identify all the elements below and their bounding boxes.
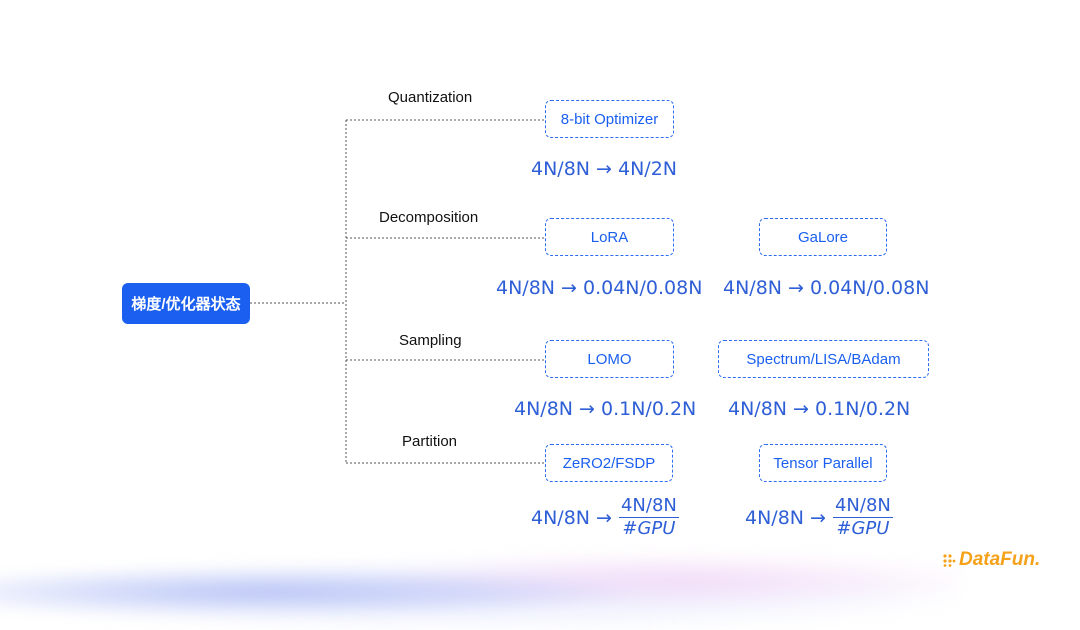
method-tensor-parallel: Tensor Parallel bbox=[759, 444, 887, 482]
fraction-denominator: #GPU bbox=[836, 518, 890, 539]
method-label: 8-bit Optimizer bbox=[560, 110, 659, 128]
logo-text: DataFun. bbox=[959, 549, 1041, 570]
method-label: Spectrum/LISA/BAdam bbox=[746, 350, 901, 368]
formula-galore: 4N/8N → 0.04N/0.08N bbox=[723, 277, 930, 299]
method-label: ZeRO2/FSDP bbox=[562, 454, 656, 472]
fraction-numerator: 4N/8N bbox=[620, 495, 677, 516]
formula-8bit-optimizer: 4N/8N → 4N/2N bbox=[531, 158, 678, 180]
category-partition: Partition bbox=[402, 433, 458, 450]
formula-prefix: 4N/8N → bbox=[745, 506, 826, 529]
fraction: 4N/8N #GPU bbox=[832, 495, 893, 540]
method-8bit-optimizer: 8-bit Optimizer bbox=[545, 100, 674, 138]
method-zero2-fsdp: ZeRO2/FSDP bbox=[545, 444, 673, 482]
method-spectrum-lisa-badam: Spectrum/LISA/BAdam bbox=[718, 340, 929, 378]
category-quantization: Quantization bbox=[388, 89, 473, 106]
root-node: 梯度/优化器状态 bbox=[122, 283, 250, 324]
formula-lora: 4N/8N → 0.04N/0.08N bbox=[496, 277, 703, 299]
fraction: 4N/8N #GPU bbox=[618, 495, 679, 540]
fraction-denominator: #GPU bbox=[622, 518, 676, 539]
formula-tensor-parallel: 4N/8N → 4N/8N #GPU bbox=[745, 495, 893, 540]
category-decomposition: Decomposition bbox=[379, 209, 479, 226]
formula-zero2-fsdp: 4N/8N → 4N/8N #GPU bbox=[531, 495, 679, 540]
method-lomo: LOMO bbox=[545, 340, 674, 378]
fraction-numerator: 4N/8N bbox=[834, 495, 891, 516]
method-galore: GaLore bbox=[759, 218, 887, 256]
datafun-logo: DataFun. bbox=[942, 549, 1040, 571]
method-label: GaLore bbox=[797, 228, 849, 246]
formula-prefix: 4N/8N → bbox=[531, 506, 612, 529]
tree-connectors bbox=[250, 119, 545, 464]
formula-spectrum-lisa-badam: 4N/8N → 0.1N/0.2N bbox=[728, 398, 911, 420]
method-lora: LoRA bbox=[545, 218, 674, 256]
logo-dots-icon bbox=[943, 554, 956, 567]
method-label: LOMO bbox=[587, 350, 632, 368]
method-label: LoRA bbox=[590, 228, 629, 246]
fraction-bar bbox=[618, 517, 679, 518]
formula-lomo: 4N/8N → 0.1N/0.2N bbox=[514, 398, 697, 420]
root-label: 梯度/优化器状态 bbox=[131, 296, 241, 313]
fraction-bar bbox=[832, 517, 893, 518]
category-sampling: Sampling bbox=[399, 332, 462, 349]
method-label: Tensor Parallel bbox=[773, 454, 873, 472]
